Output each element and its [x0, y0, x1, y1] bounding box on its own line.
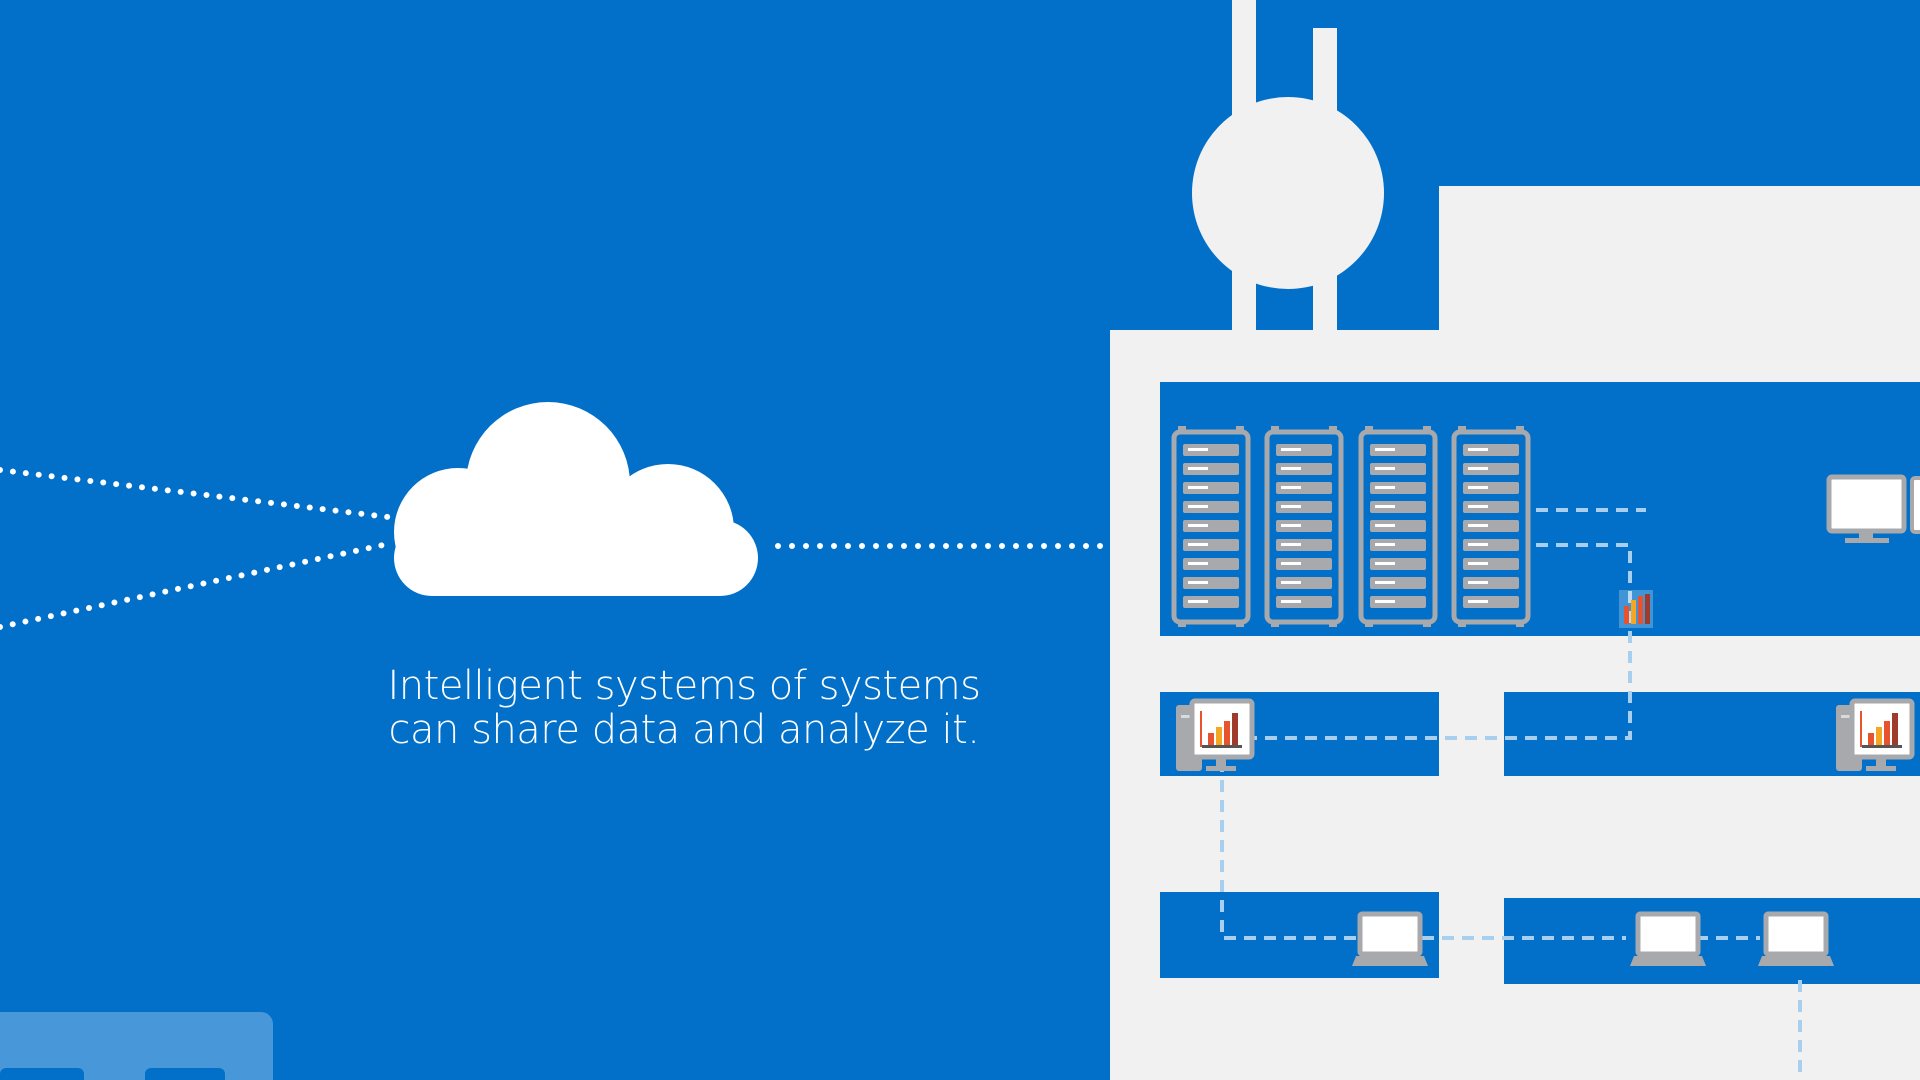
small-chart-icon	[1619, 590, 1653, 628]
incoming-link-lower	[0, 541, 391, 630]
dashed-network-links	[1220, 508, 1802, 1080]
cloud-icon	[394, 402, 758, 596]
floor-bottom-right	[1504, 898, 1920, 984]
monitor-icon	[1826, 474, 1920, 543]
caption-text: Intelligent systems of systems can share…	[360, 664, 1008, 752]
incoming-link-upper	[0, 467, 391, 520]
caption-line-1: Intelligent systems of systems	[387, 663, 981, 709]
laptop-icon	[1352, 914, 1428, 966]
laptop-icon	[1630, 914, 1706, 966]
laptop-icon	[1758, 914, 1834, 966]
antenna-tower-icon	[1192, 0, 1384, 340]
partial-panel	[0, 1012, 273, 1080]
caption-line-2: can share data and analyze it.	[388, 707, 980, 753]
